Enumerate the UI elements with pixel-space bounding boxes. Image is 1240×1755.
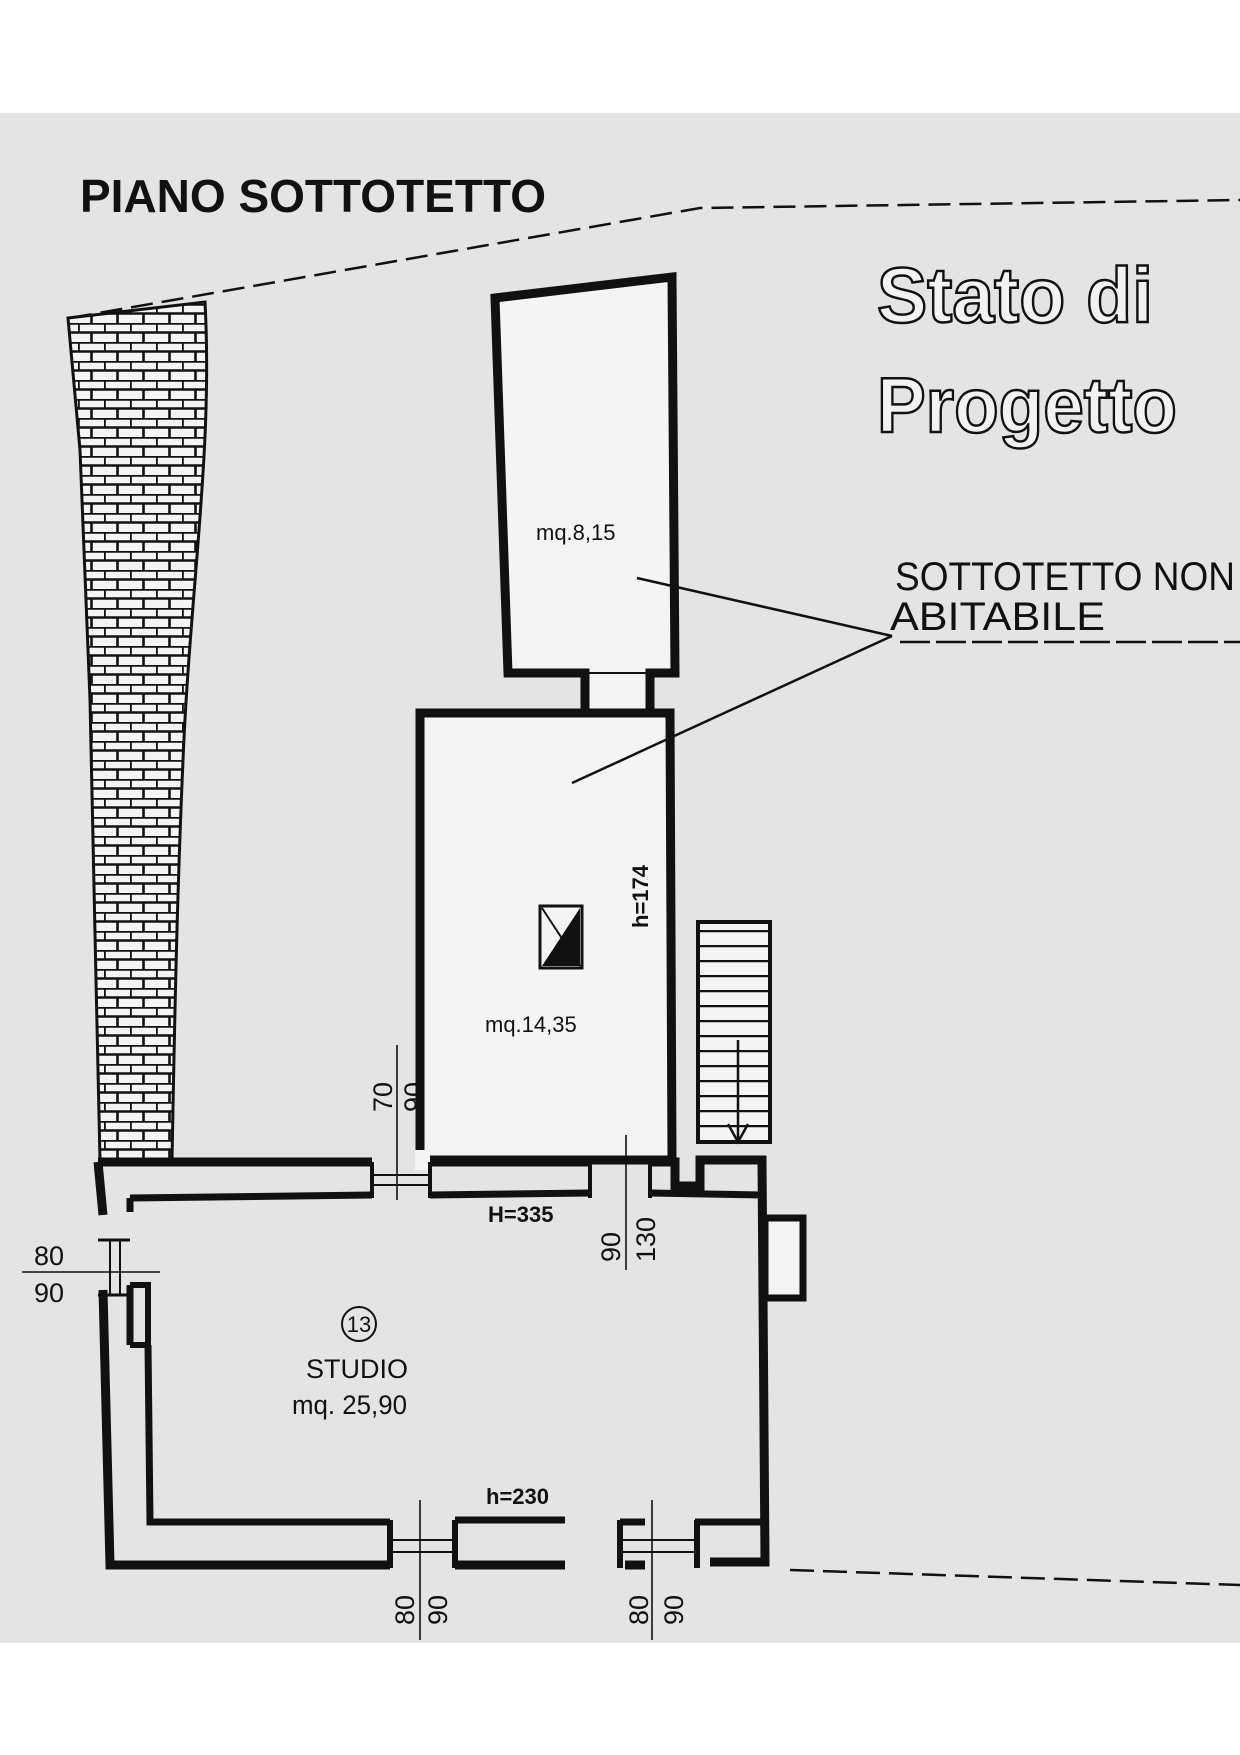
dim-south-right-b: 90 — [659, 1595, 689, 1625]
dim-middle-right-b: 130 — [631, 1217, 661, 1262]
middle-room-height: h=174 — [628, 864, 653, 928]
window-west — [22, 1238, 160, 1297]
callout-line-1: SOTTOTETTO NON — [895, 555, 1235, 599]
studio-wall-step — [130, 1282, 151, 1348]
window-middle-right — [588, 1135, 652, 1270]
dim-middle-left-b: 90 — [399, 1082, 429, 1112]
studio-height-top: H=335 — [488, 1202, 553, 1227]
dim-south-left-a: 80 — [390, 1595, 420, 1625]
callout-leader-lower — [571, 634, 893, 785]
stairs-arrow-head — [726, 1123, 750, 1145]
brick-wall — [66, 300, 209, 1162]
studio-outer-wall — [93, 1155, 770, 1570]
dim-south-left-b: 90 — [423, 1595, 453, 1625]
upper-room-walls — [490, 271, 680, 718]
upper-room-area: mq.8,15 — [536, 520, 616, 545]
middle-room-area: mq.14,35 — [485, 1012, 577, 1037]
window-south-right — [617, 1500, 700, 1640]
studio-bay — [761, 1214, 807, 1302]
window-middle-left — [370, 1045, 432, 1200]
studio-number-badge: 13 — [341, 1306, 377, 1342]
page-title: PIANO SOTTOTETTO — [80, 170, 546, 222]
dim-middle-left-a: 70 — [368, 1082, 398, 1112]
dim-west-b: 90 — [34, 1278, 64, 1308]
dim-west-a: 80 — [34, 1241, 64, 1271]
window-south-left — [387, 1500, 458, 1640]
studio-height-bottom: h=230 — [486, 1484, 549, 1509]
stairs — [696, 920, 772, 1144]
studio-inner-wall — [126, 1189, 766, 1526]
studio-name: STUDIO — [306, 1354, 408, 1384]
dim-south-right-a: 80 — [624, 1595, 654, 1625]
boundary-line-top — [69, 198, 1240, 320]
callout-line-2: ABITABILE — [890, 595, 1105, 639]
boundary-line-bottom — [789, 1568, 1240, 1587]
callout-leader-upper — [636, 576, 893, 638]
stamp-line-2: Progetto — [877, 361, 1177, 449]
middle-room-walls — [415, 708, 677, 1165]
stamp-line-1: Stato di — [877, 251, 1153, 339]
studio-area: mq. 25,90 — [292, 1390, 407, 1420]
dim-middle-right-a: 90 — [596, 1232, 626, 1262]
middle-room-gap-left — [415, 1150, 430, 1170]
skylight-icon — [538, 904, 584, 970]
studio-number: 13 — [347, 1312, 371, 1337]
